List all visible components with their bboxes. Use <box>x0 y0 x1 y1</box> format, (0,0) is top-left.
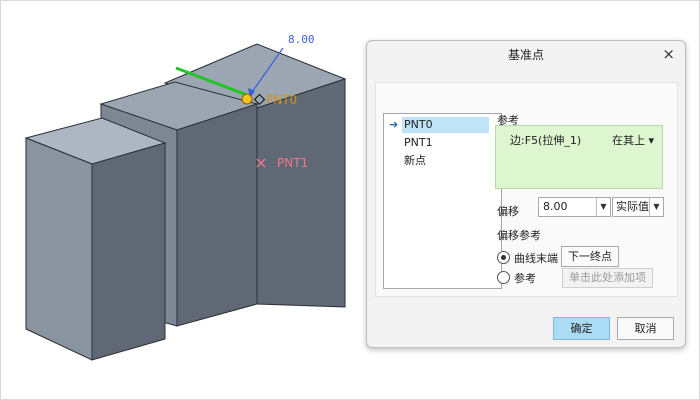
point-label-pnt0[interactable]: PNT0 <box>266 93 297 107</box>
chevron-down-icon[interactable]: ▼ <box>596 198 610 216</box>
radio-reference-label[interactable]: 参考 <box>514 272 536 285</box>
ok-button[interactable]: 确定 <box>553 317 610 340</box>
selected-edge-highlight[interactable] <box>175 66 248 97</box>
reference-header: 参考 <box>497 114 519 127</box>
block-mid-front-face[interactable] <box>176 103 258 327</box>
radio-reference[interactable] <box>497 271 510 284</box>
close-icon[interactable]: × <box>662 45 675 63</box>
block-front-front-face[interactable] <box>91 142 166 361</box>
dimension-value[interactable]: 8.00 <box>288 33 315 46</box>
list-item-label: PNT1 <box>404 136 433 149</box>
list-item-pnt0[interactable]: PNT0 <box>402 117 489 133</box>
offset-reference-header: 偏移参考 <box>497 229 541 242</box>
reference-item[interactable]: 边:F5(拉伸_1) <box>510 134 582 147</box>
datum-point-pnt1-icon[interactable] <box>256 158 266 168</box>
offset-value-text: 8.00 <box>543 200 568 213</box>
radio-curve-end[interactable] <box>497 251 510 264</box>
constraint-type-dropdown[interactable]: 在其上 ▾ <box>611 134 654 147</box>
offset-type-text: 实际值 <box>616 200 649 213</box>
list-item-label: 新点 <box>404 154 426 167</box>
block-tall-front-face[interactable] <box>256 78 346 308</box>
list-item-new-point[interactable]: 新点 <box>384 153 501 169</box>
datum-point-pnt0-icon[interactable] <box>253 93 266 106</box>
next-end-button[interactable]: 下一终点 <box>561 246 619 267</box>
offset-value-input[interactable]: 8.00 ▼ <box>538 197 611 217</box>
points-list[interactable]: ➜ PNT0 PNT1 新点 <box>383 113 502 289</box>
chevron-down-icon[interactable]: ▼ <box>649 198 663 216</box>
reference-collector[interactable]: 边:F5(拉伸_1) 在其上 ▾ <box>495 125 663 189</box>
point-label-pnt1[interactable]: PNT1 <box>277 156 308 170</box>
offset-label: 偏移 <box>497 205 519 218</box>
add-reference-button[interactable]: 单击此处添加项 <box>562 268 653 288</box>
drag-handle-icon[interactable] <box>241 93 253 105</box>
offset-type-dropdown[interactable]: 实际值 ▼ <box>612 197 664 217</box>
list-item-label: PNT0 <box>404 118 433 131</box>
list-item-pnt1[interactable]: PNT1 <box>384 135 501 151</box>
current-item-arrow-icon: ➜ <box>389 118 399 131</box>
block-front-left-face[interactable] <box>25 137 93 361</box>
datum-point-dialog: 基准点 × 放置 属性 ➜ PNT0 PNT1 新点 参考 边:F5(拉伸_1)… <box>366 40 686 348</box>
cancel-button[interactable]: 取消 <box>617 317 674 340</box>
radio-curve-end-label[interactable]: 曲线末端 <box>514 252 558 265</box>
dimension-leader-line <box>249 47 284 96</box>
dialog-title: 基准点 <box>507 48 544 62</box>
